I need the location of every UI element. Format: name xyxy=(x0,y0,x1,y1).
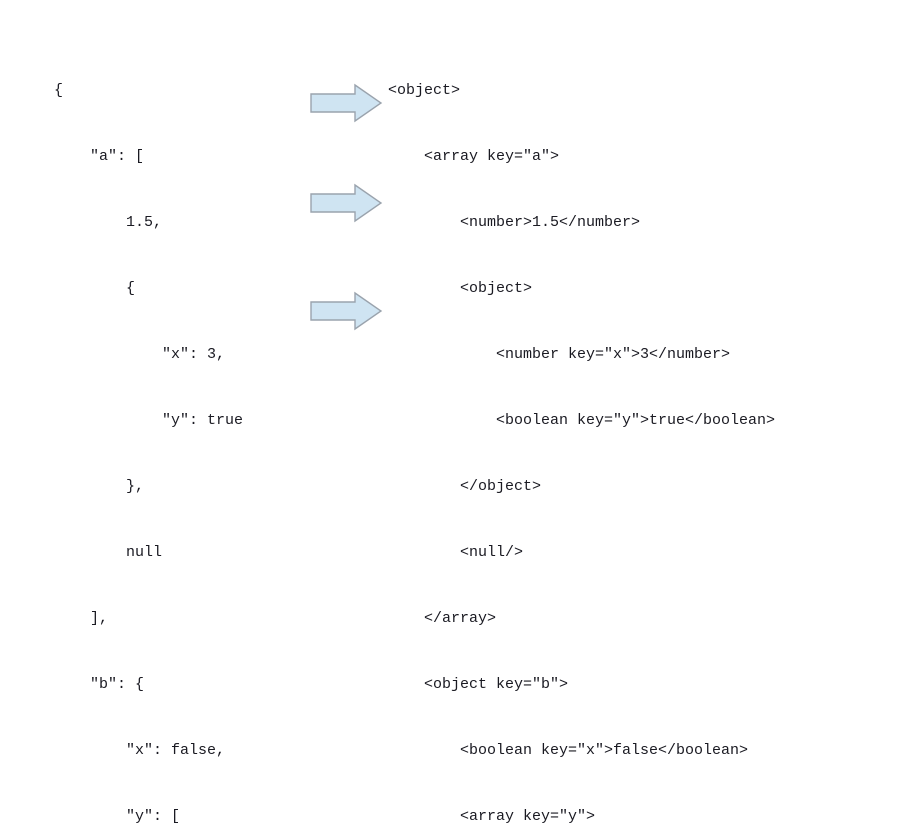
json-line: "a": [ xyxy=(54,148,145,165)
xml-line: <number key="x">3</number> xyxy=(388,346,731,363)
xml-line: <object> xyxy=(388,82,461,99)
json-line: "b": { xyxy=(54,676,145,693)
json-line: "x": 3, xyxy=(54,346,226,363)
xml-line: <object key="b"> xyxy=(388,676,569,693)
json-line: 1.5, xyxy=(54,214,163,231)
xml-line: <boolean key="x">false</boolean> xyxy=(388,742,749,759)
json-line: "x": false, xyxy=(54,742,226,759)
xml-line: </object> xyxy=(388,478,542,495)
xml-line: </array> xyxy=(388,610,497,627)
xml-line: <number>1.5</number> xyxy=(388,214,641,231)
json-line: { xyxy=(54,82,64,99)
json-line: ], xyxy=(54,610,109,627)
json-line: }, xyxy=(54,478,145,495)
right-arrow-icon xyxy=(310,83,383,123)
json-line: "y": [ xyxy=(54,808,181,825)
xml-line: <boolean key="y">true</boolean> xyxy=(388,412,776,429)
json-line: null xyxy=(54,544,163,561)
json-line: "y": true xyxy=(54,412,244,429)
xml-line: <array key="a"> xyxy=(388,148,560,165)
json-line: { xyxy=(54,280,136,297)
right-arrow-icon xyxy=(310,183,383,223)
xml-line: <null/> xyxy=(388,544,524,561)
xml-line: <array key="y"> xyxy=(388,808,596,825)
xml-result-block: <object> <array key="a"> <number>1.5</nu… xyxy=(388,36,775,828)
json-source-block: { "a": [ 1.5, { "x": 3, "y": true }, nul… xyxy=(54,36,243,828)
right-arrow-icon xyxy=(310,291,383,331)
json-to-xml-diagram: { "a": [ 1.5, { "x": 3, "y": true }, nul… xyxy=(54,82,776,825)
xml-line: <object> xyxy=(388,280,533,297)
